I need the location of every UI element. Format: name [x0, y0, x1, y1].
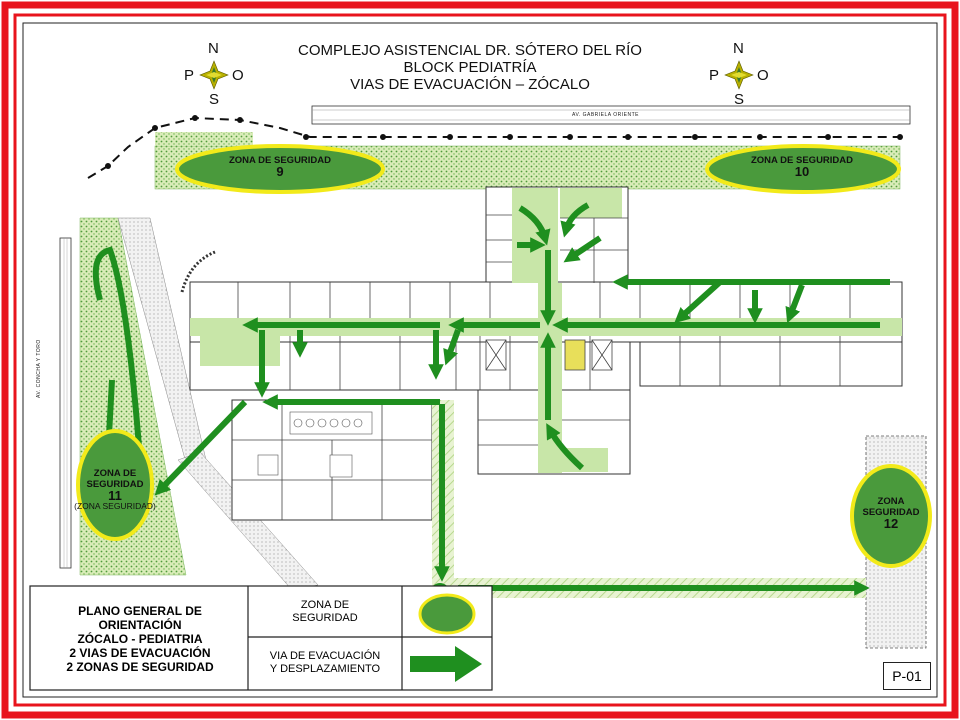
compass-west-label: P: [184, 67, 195, 84]
compass-east-label: O: [232, 67, 244, 84]
street-top-band: [311, 105, 911, 125]
evacuation-routes: [92, 202, 890, 596]
zone-12-number: 12: [883, 516, 899, 531]
legend-route-label: VIA DE EVACUACIÓN Y DESPLAZAMIENTO: [269, 650, 381, 675]
compass-east-label: O: [757, 67, 769, 84]
inner-red-frame: [13, 13, 947, 707]
zone-12-label: ZONA SEGURIDAD 12: [852, 496, 930, 531]
legend-plan-description: PLANO GENERAL DE ORIENTACIÓN ZÓCALO - PE…: [66, 604, 214, 674]
map-title: COMPLEJO ASISTENCIAL DR. SÓTERO DEL RÍO …: [260, 42, 680, 93]
fixture-grid: [257, 411, 373, 478]
legend-route-arrow: [410, 646, 482, 682]
street-left-label: AV. CONCHA Y TORO: [36, 339, 42, 398]
compass-north-label: N: [733, 40, 744, 57]
zone-10-label: ZONA DE SEGURIDAD 10: [722, 155, 882, 179]
curved-entrance-wall: [180, 250, 216, 293]
legend-zone-label: ZONA DE SEGURIDAD: [292, 599, 358, 624]
title-line-3: VIAS DE EVACUACIÓN – ZÓCALO: [350, 76, 590, 93]
zone-9-label: ZONA DE SEGURIDAD 9: [200, 155, 360, 179]
zone-10-number: 10: [794, 164, 810, 179]
stair-elevator-symbols: [485, 339, 613, 371]
compass-south-label: S: [209, 91, 220, 108]
compass-rose-left: [199, 60, 229, 90]
safety-zone-9: [175, 144, 385, 194]
compass-west-label: P: [709, 67, 720, 84]
zone-11-number: 11: [108, 488, 122, 503]
zone-9-number: 9: [276, 164, 284, 179]
safety-zone-10: [705, 144, 901, 194]
zone-11-sublabel: (ZONA SEGURIDAD): [74, 501, 156, 511]
compass-north-label: N: [208, 40, 219, 57]
street-left-band: [59, 237, 72, 569]
compass-south-label: S: [734, 91, 745, 108]
compass-rose-right: [724, 60, 754, 90]
street-top-label: AV. GABRIELA ORIENTE: [572, 112, 639, 118]
room-partitions: [232, 214, 851, 520]
title-line-2: BLOCK PEDIATRÍA: [403, 59, 537, 76]
legend-panel: [29, 585, 493, 691]
legend-zone-symbol: [418, 593, 476, 635]
compass-right: N P O S: [704, 40, 774, 110]
safety-zone-11: [76, 429, 154, 541]
plan-code: P-01: [883, 662, 931, 690]
fence-posts: [105, 115, 903, 169]
inner-black-frame: [22, 22, 938, 698]
zone-11-label: ZONA DE SEGURIDAD 11 (ZONA SEGURIDAD): [70, 468, 160, 512]
compass-left: N P O S: [179, 40, 249, 110]
title-line-1: COMPLEJO ASISTENCIAL DR. SÓTERO DEL RÍO: [298, 42, 642, 59]
safety-zone-12: [850, 464, 932, 568]
